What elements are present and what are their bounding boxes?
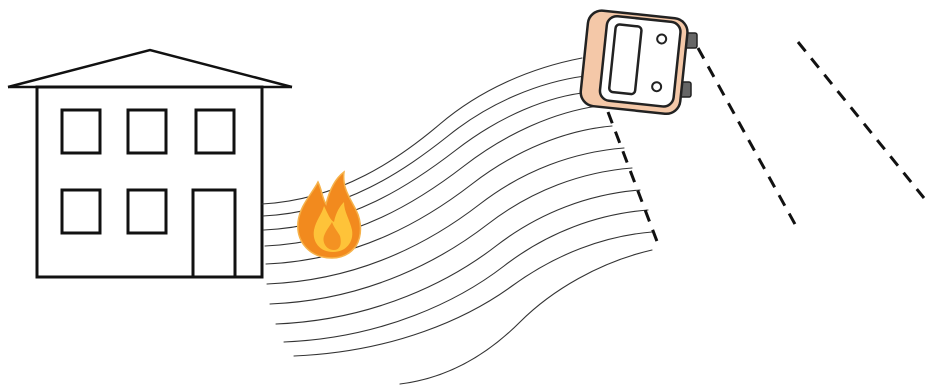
house-icon: [7, 48, 293, 279]
flame-core: [323, 222, 341, 250]
fire-icon: [297, 170, 362, 259]
house-window: [126, 188, 168, 235]
car-headlight: [651, 81, 663, 93]
wave-line: [283, 209, 649, 343]
dashed-line: [696, 47, 798, 227]
house-window: [194, 108, 236, 155]
house-door: [191, 188, 237, 279]
house-window: [126, 108, 168, 155]
wave-line: [293, 231, 653, 357]
wave-line: [399, 249, 653, 385]
house-window: [60, 188, 102, 235]
house-wall: [35, 85, 264, 279]
car-windshield: [608, 23, 643, 96]
wave-line: [261, 57, 583, 205]
dashed-line: [796, 41, 926, 199]
house-roof: [7, 48, 293, 89]
car-headlight: [656, 33, 668, 45]
dashed-line: [606, 111, 660, 245]
wave-line: [266, 147, 625, 285]
wave-line: [275, 189, 641, 325]
car-icon: [579, 9, 698, 116]
wave-line: [269, 167, 633, 305]
house-window: [60, 108, 102, 155]
road-markings: [606, 41, 926, 245]
car-body-group: [579, 9, 689, 116]
